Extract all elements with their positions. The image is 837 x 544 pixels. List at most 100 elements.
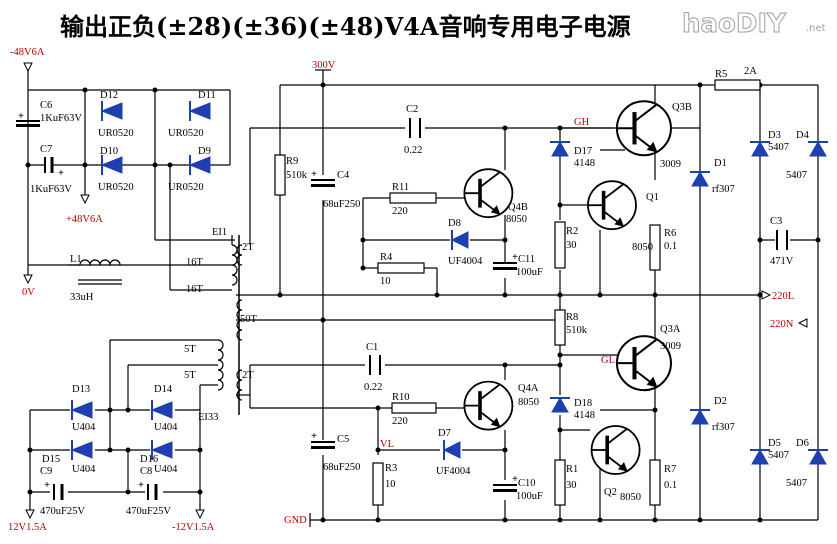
svg-text:U404: U404 bbox=[154, 422, 178, 433]
net-vl-label: VL bbox=[380, 439, 394, 450]
svg-text:5407: 5407 bbox=[786, 478, 807, 489]
watermark-suffix: .net bbox=[806, 23, 826, 34]
svg-text:0.1: 0.1 bbox=[664, 480, 677, 491]
svg-text:5407: 5407 bbox=[786, 170, 807, 181]
svg-text:D11: D11 bbox=[198, 90, 216, 101]
svg-text:Q4A: Q4A bbox=[518, 383, 539, 394]
svg-text:C6: C6 bbox=[40, 100, 52, 111]
svg-text:8050: 8050 bbox=[620, 492, 641, 503]
svg-text:R10: R10 bbox=[392, 392, 410, 403]
svg-text:510k: 510k bbox=[566, 325, 588, 336]
svg-text:8050: 8050 bbox=[506, 214, 527, 225]
svg-text:C8: C8 bbox=[140, 466, 152, 477]
winding-16t-b: 16T bbox=[186, 284, 204, 295]
svg-text:D15: D15 bbox=[42, 454, 60, 465]
svg-text:R8: R8 bbox=[566, 312, 578, 323]
neg12-label: -12V1.5A bbox=[172, 522, 215, 533]
pos12-label: 12V1.5A bbox=[8, 522, 47, 533]
svg-text:+: + bbox=[311, 169, 317, 180]
capacitor-c9: + C9 470uF25V bbox=[40, 466, 85, 517]
svg-text:D8: D8 bbox=[448, 218, 461, 229]
svg-text:68uF250: 68uF250 bbox=[323, 462, 360, 473]
svg-text:D14: D14 bbox=[154, 384, 173, 395]
svg-text:10: 10 bbox=[385, 479, 396, 490]
svg-text:+: + bbox=[512, 474, 518, 485]
winding-2t-b: 2T bbox=[242, 370, 254, 381]
zero-volt-label: 0V bbox=[22, 287, 35, 298]
svg-text:1KuF63V: 1KuF63V bbox=[40, 113, 82, 124]
schematic-title: 输出正负(±28)(±36)(±48)V4A音响专用电子电源 bbox=[60, 12, 631, 41]
svg-text:D18: D18 bbox=[574, 398, 592, 409]
svg-text:Q3B: Q3B bbox=[672, 102, 692, 113]
resistor-r6: R60.1 bbox=[649, 224, 677, 271]
svg-text:R2: R2 bbox=[566, 226, 578, 237]
svg-text:C7: C7 bbox=[40, 144, 52, 155]
svg-text:220: 220 bbox=[392, 416, 408, 427]
svg-text:D6: D6 bbox=[796, 438, 809, 449]
junction-dots bbox=[25, 82, 821, 523]
svg-text:100uF: 100uF bbox=[516, 491, 543, 502]
svg-text:3009: 3009 bbox=[660, 341, 681, 352]
svg-text:D9: D9 bbox=[198, 146, 211, 157]
svg-text:R4: R4 bbox=[380, 252, 393, 263]
winding-5t-a: 5T bbox=[184, 344, 196, 355]
hv-300v-label: 300V bbox=[312, 60, 336, 71]
svg-text:rf307: rf307 bbox=[712, 184, 735, 195]
ei33-label: EI33 bbox=[198, 412, 218, 423]
svg-text:+: + bbox=[18, 111, 24, 122]
svg-text:R11: R11 bbox=[392, 182, 409, 193]
svg-text:+: + bbox=[311, 431, 317, 442]
svg-text:4148: 4148 bbox=[574, 158, 595, 169]
svg-text:+: + bbox=[512, 252, 518, 263]
svg-text:0.22: 0.22 bbox=[404, 145, 422, 156]
winding-50t: 50T bbox=[240, 314, 258, 325]
capacitor-c1: C10.22 bbox=[364, 342, 382, 393]
svg-text:D13: D13 bbox=[72, 384, 90, 395]
supply-terminals: -48V6A +48V6A 0V 300V GND 12V1.5A -12V1.… bbox=[8, 47, 808, 533]
svg-text:510k: 510k bbox=[286, 170, 308, 181]
svg-text:C9: C9 bbox=[40, 466, 52, 477]
watermark-logo: haoDIY bbox=[682, 9, 787, 39]
svg-text:471V: 471V bbox=[770, 256, 794, 267]
svg-text:U404: U404 bbox=[72, 464, 96, 475]
ei1-label: EI1 bbox=[212, 227, 227, 238]
net-gl-label: GL bbox=[601, 355, 615, 366]
svg-text:Q3A: Q3A bbox=[660, 324, 681, 335]
gnd-label: GND bbox=[284, 515, 307, 526]
svg-text:+: + bbox=[44, 480, 50, 491]
svg-text:4148: 4148 bbox=[574, 410, 595, 421]
diode-d6: D6 5407 bbox=[786, 438, 828, 489]
inductor-ref: L1 bbox=[70, 254, 82, 265]
svg-text:R1: R1 bbox=[566, 464, 578, 475]
svg-text:C11: C11 bbox=[518, 254, 535, 265]
svg-text:D5: D5 bbox=[768, 438, 781, 449]
net-gh-label: GH bbox=[574, 117, 590, 128]
svg-text:470uF25V: 470uF25V bbox=[40, 506, 85, 517]
pos48-label: +48V6A bbox=[66, 214, 103, 225]
svg-text:C2: C2 bbox=[406, 104, 418, 115]
svg-text:8050: 8050 bbox=[632, 242, 653, 253]
svg-text:Q4B: Q4B bbox=[508, 202, 528, 213]
svg-text:UR0520: UR0520 bbox=[98, 182, 134, 193]
out-220l-label: 220L bbox=[772, 291, 794, 302]
